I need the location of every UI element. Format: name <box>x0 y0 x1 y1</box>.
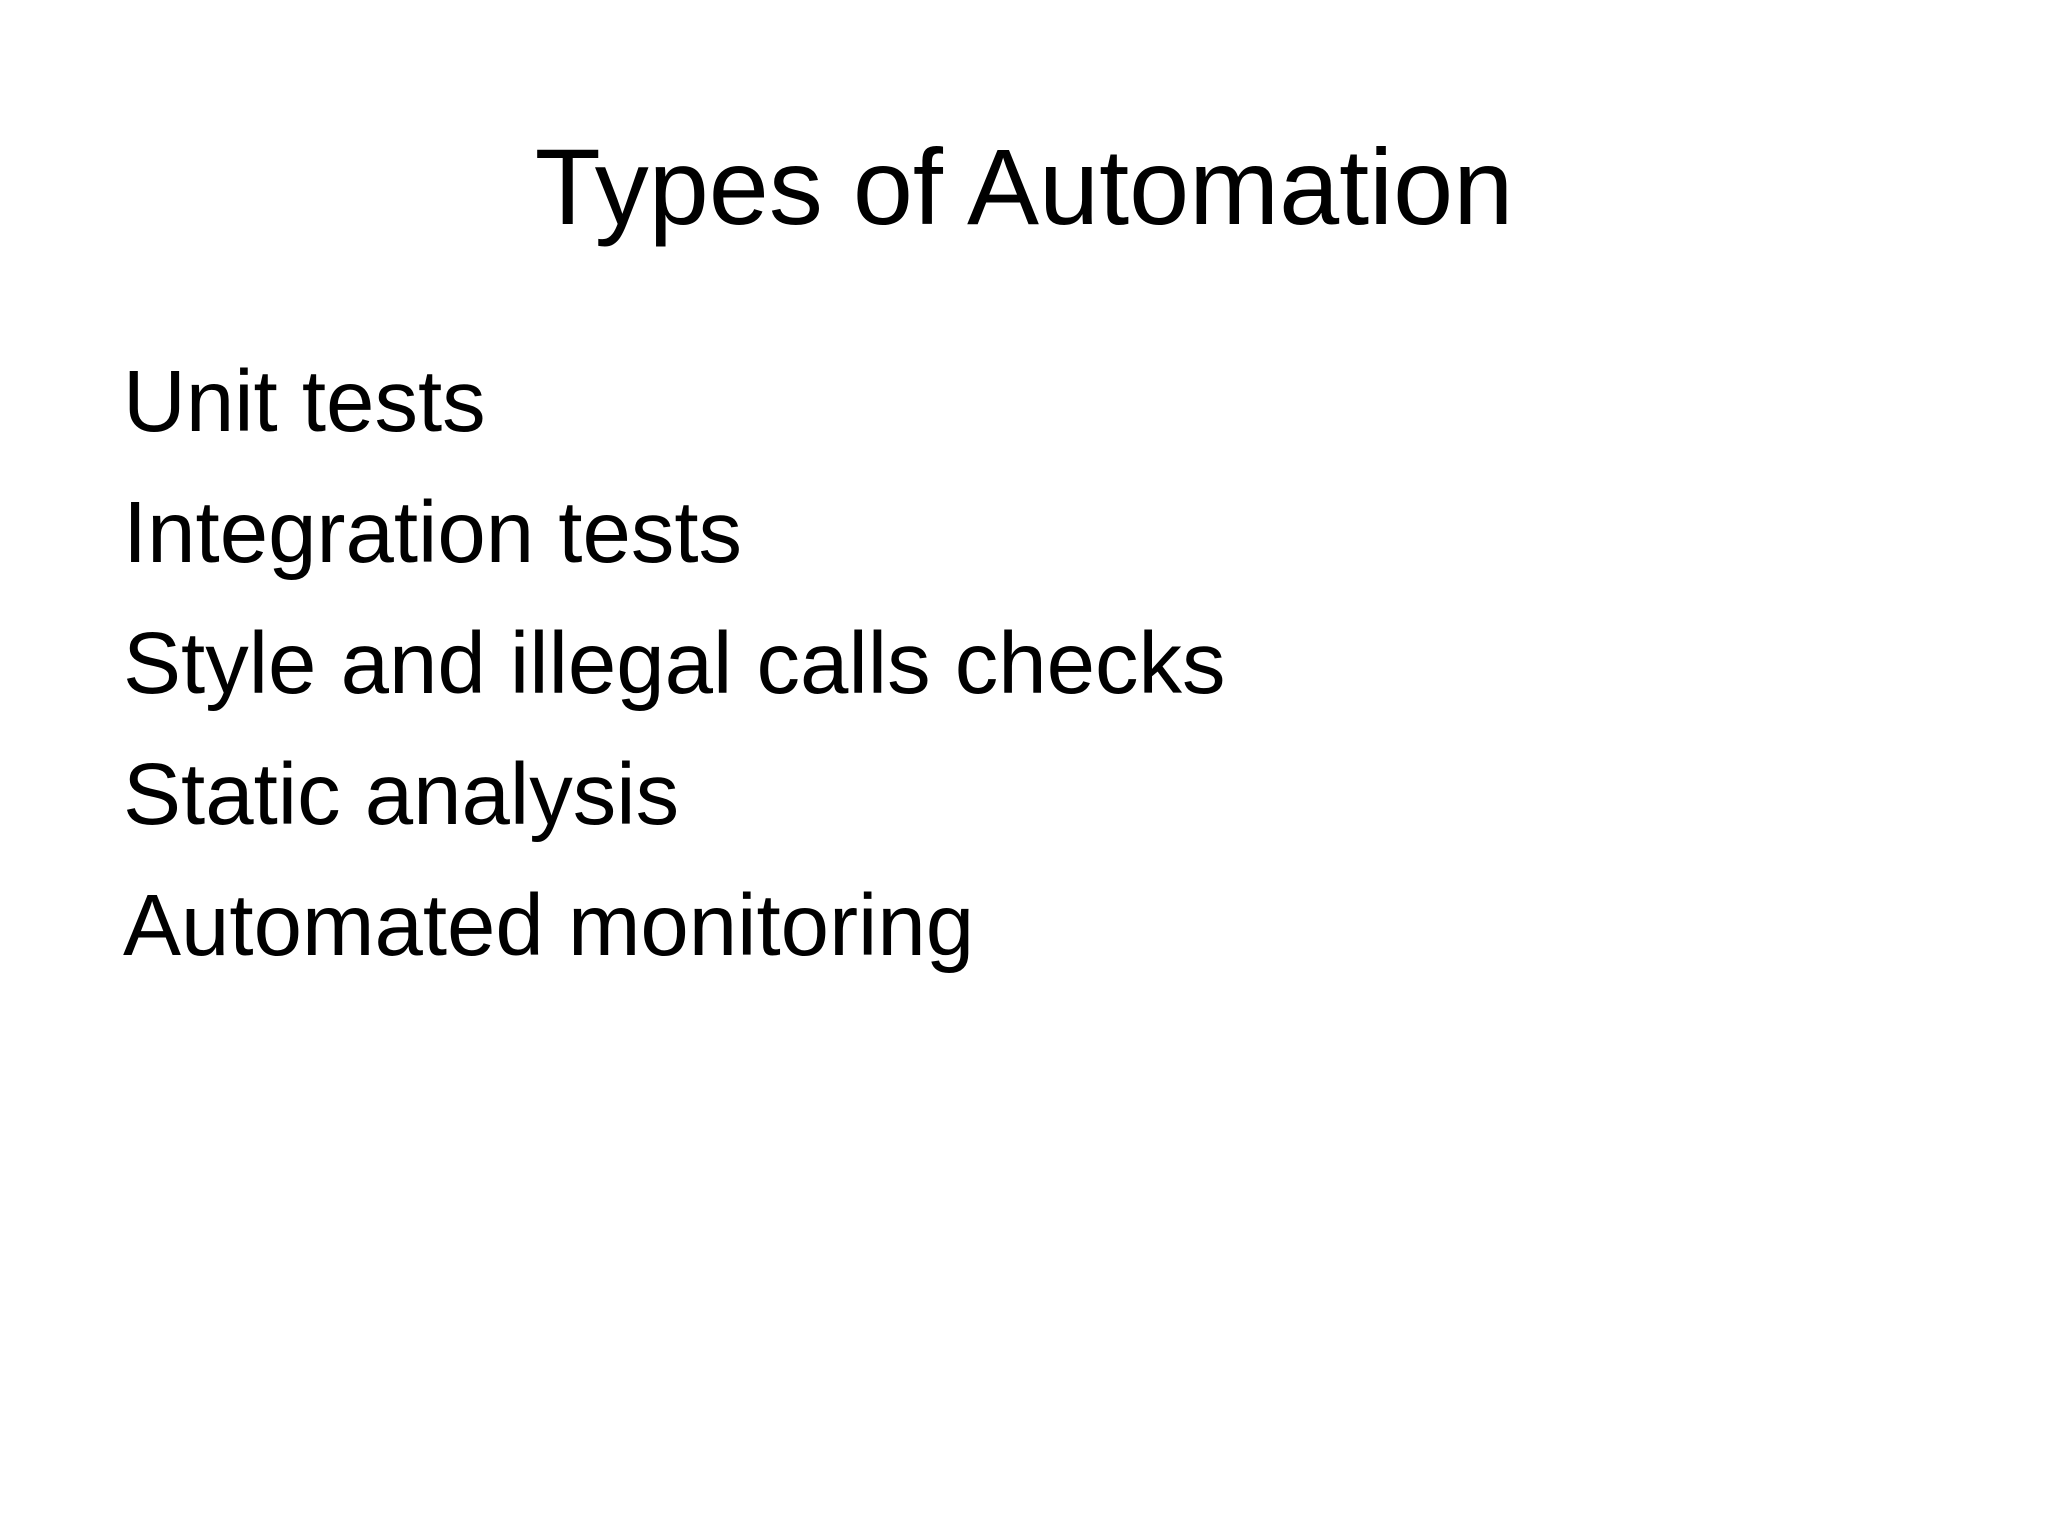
text-line-automated-monitoring: Automated monitoring <box>123 877 975 974</box>
text-line-static-analysis: Static analysis <box>123 746 680 843</box>
text-line-style-and-illegal-calls-checks: Style and illegal calls checks <box>123 615 1226 712</box>
text-line-integration-tests: Integration tests <box>123 484 743 581</box>
slide-title: Types of Automation <box>534 126 1514 247</box>
slide-text-block: Unit tests Integration tests Style and i… <box>123 336 1988 991</box>
text-line-unit-tests: Unit tests <box>123 353 486 450</box>
